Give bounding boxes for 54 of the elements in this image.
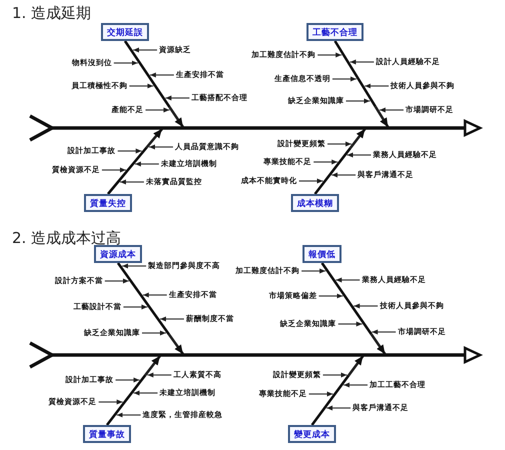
arrow	[122, 264, 147, 268]
arrow	[145, 108, 170, 112]
arrow	[353, 304, 378, 308]
arrow	[331, 172, 356, 178]
arrow	[144, 355, 162, 376]
arrow	[313, 160, 338, 164]
arrow	[148, 144, 174, 150]
arrow	[308, 392, 334, 396]
arrow	[332, 76, 357, 82]
arrow	[338, 322, 363, 326]
arrow	[298, 178, 324, 184]
arrow	[160, 316, 184, 322]
arrow	[379, 108, 404, 112]
arrow	[335, 278, 360, 282]
arrow	[142, 292, 168, 298]
arrow	[128, 84, 154, 88]
arrow	[134, 162, 160, 166]
arrow	[349, 128, 366, 149]
arrow	[98, 400, 124, 404]
arrow	[317, 52, 342, 58]
section-title: 2. 造成成本过高	[12, 229, 122, 247]
arrow	[350, 60, 374, 64]
arrow	[364, 84, 390, 88]
arrow	[115, 378, 140, 382]
arrow	[165, 96, 190, 100]
arrow	[120, 180, 144, 184]
arrow	[117, 148, 142, 154]
arrow	[113, 60, 138, 66]
arrow	[326, 406, 352, 410]
arrow	[142, 330, 166, 336]
arrow	[116, 412, 142, 418]
arrow	[348, 355, 364, 376]
arrow	[122, 304, 148, 310]
arrow	[133, 390, 158, 396]
section-title: 1. 造成延期	[12, 4, 92, 22]
arrow	[168, 334, 184, 355]
arrow	[132, 48, 158, 52]
arrow	[102, 168, 126, 172]
arrow	[370, 334, 386, 355]
arrow	[346, 152, 372, 158]
arrow	[104, 278, 130, 284]
arrow	[374, 106, 390, 128]
fish-spine	[29, 341, 483, 369]
arrow	[371, 330, 396, 334]
arrow	[146, 128, 163, 148]
arrow	[301, 268, 326, 274]
arrow	[343, 382, 368, 388]
arrow	[327, 142, 352, 146]
arrow	[346, 98, 370, 104]
arrow	[149, 72, 174, 78]
arrow	[318, 294, 344, 298]
arrow	[146, 372, 172, 378]
arrow	[322, 372, 348, 378]
arrow	[168, 106, 184, 128]
